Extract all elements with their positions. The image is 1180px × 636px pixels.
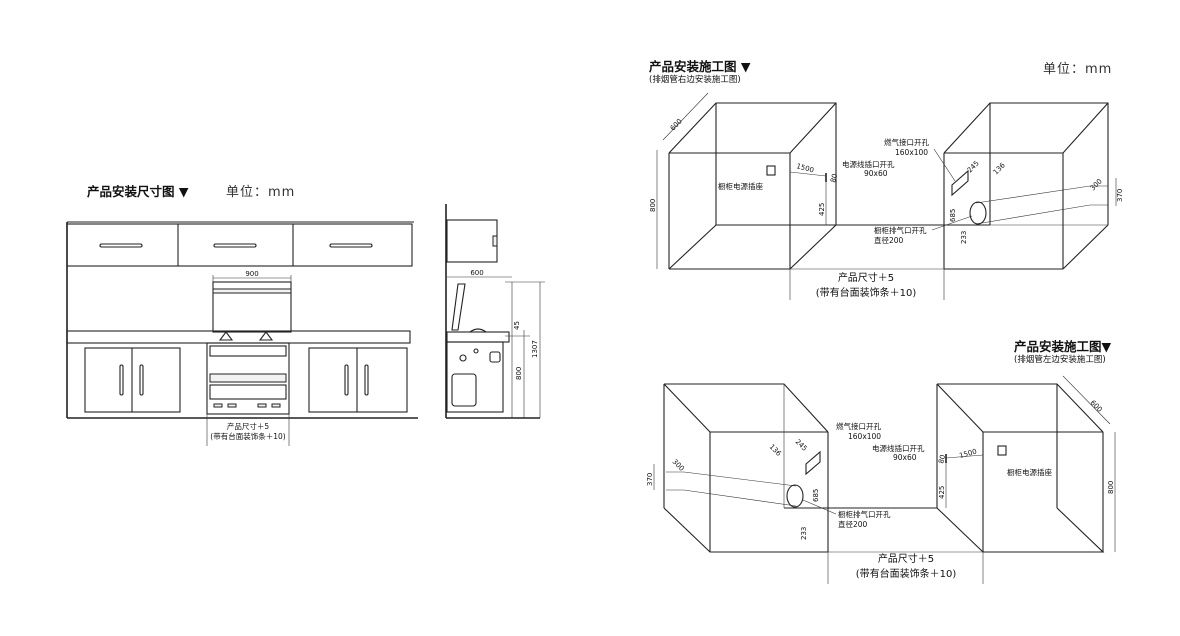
tr-dim-80: 80 [829,173,839,184]
br-dim-300: 300 [671,458,686,473]
side-dim-1307: 1307 [531,340,539,358]
hood-profile [451,283,466,331]
br-dim-233: 233 [800,527,808,540]
left-title: 产品安装尺寸图 ▼ [87,184,189,199]
br-dim-425: 425 [938,486,946,499]
side-elevation: 600 45 800 1307 [445,204,545,419]
tr-dim-600: 600 [669,117,684,132]
tr-dim-800: 800 [649,199,657,212]
tr-gas-size: 160x100 [895,148,928,157]
br-exhaust-hole: 橱柜排气口开孔 [838,509,891,519]
integrated-stove [206,342,290,415]
upper-handle [329,243,373,248]
gas-port [805,450,821,476]
tr-dim-233: 233 [960,231,968,244]
br-gas-hole: 燃气接口开孔 [836,421,881,431]
br-dim-370: 370 [646,473,654,486]
tr-dim-370: 370 [1116,189,1124,202]
tr-subtitle: (排烟管右边安装施工图) [649,74,741,85]
upper-handle [99,243,143,248]
tr-dim-300: 300 [1089,177,1104,192]
tr-exhaust-dia: 直径200 [874,235,904,245]
socket-icon [997,445,1007,456]
br-dim-80: 80 [937,454,947,465]
tr-title: 产品安装施工图 ▼ [649,59,751,74]
exhaust-hole [786,484,804,508]
br-power-size: 90x60 [893,453,917,462]
bottom-right-drawing: 产品安装施工图▼ (排烟管左边安装施工图) 800 [646,339,1116,584]
exhaust-hole [969,201,987,225]
br-exhaust-dia: 直径200 [838,519,868,529]
gas-port [951,169,969,197]
br-caption-size: 产品尺寸＋5 [878,552,934,565]
left-caption-trim: (带有台面装饰条＋10) [210,431,285,441]
burner-icon [218,331,234,341]
br-dim-1500: 1500 [958,448,977,460]
br-subtitle: (排烟管左边安装施工图) [1014,354,1106,365]
left-caption-size: 产品尺寸＋5 [227,421,269,431]
br-caption-trim: (带有台面装饰条＋10) [856,567,957,580]
side-dim-800: 800 [515,367,523,380]
tr-exhaust-hole: 橱柜排气口开孔 [874,225,927,235]
tr-dim-245: 245 [966,159,981,174]
tr-dim-685: 685 [949,209,957,222]
br-dim-685: 685 [812,489,820,502]
countertop [66,330,411,344]
base-cabinet-right [308,347,408,413]
upper-handle [213,243,257,248]
tr-power-size: 90x60 [864,169,888,178]
tr-caption-size: 产品尺寸＋5 [838,271,894,284]
br-dim-136: 136 [768,443,783,458]
tr-caption-trim: (带有台面装饰条＋10) [816,286,917,299]
br-dim-600: 600 [1089,399,1104,414]
side-upper-cabinet [446,219,498,263]
br-dim-245: 245 [794,438,809,453]
dim-900: 900 [245,270,258,278]
tr-socket-label: 橱柜电源插座 [718,181,763,191]
tr-dim-425: 425 [818,203,826,216]
br-dim-800: 800 [1107,481,1115,494]
top-right-drawing: 产品安装施工图 ▼ (排烟管右边安装施工图) 单位：mm [649,59,1124,300]
socket-icon [766,165,776,176]
side-countertop [446,331,510,343]
side-cabinet [446,341,504,413]
side-dim-600: 600 [470,269,483,277]
side-dim-45: 45 [513,321,521,330]
burner-icon [258,331,274,341]
br-socket-label: 橱柜电源插座 [1007,467,1052,477]
front-elevation: 产品安装尺寸图 ▼ 单位：mm 900 [66,184,418,446]
br-gas-size: 160x100 [848,432,881,441]
left-unit: 单位：mm [226,185,295,200]
tr-power-hole: 电源线插口开孔 [842,159,895,169]
br-title: 产品安装施工图▼ [1014,339,1112,354]
upper-cabinets [66,223,413,267]
hood-column [212,281,292,333]
tr-unit: 单位：mm [1043,62,1112,77]
tr-dim-136: 136 [992,161,1007,176]
br-power-hole: 电源线插口开孔 [872,443,925,453]
tr-gas-hole: 燃气接口开孔 [884,137,929,147]
